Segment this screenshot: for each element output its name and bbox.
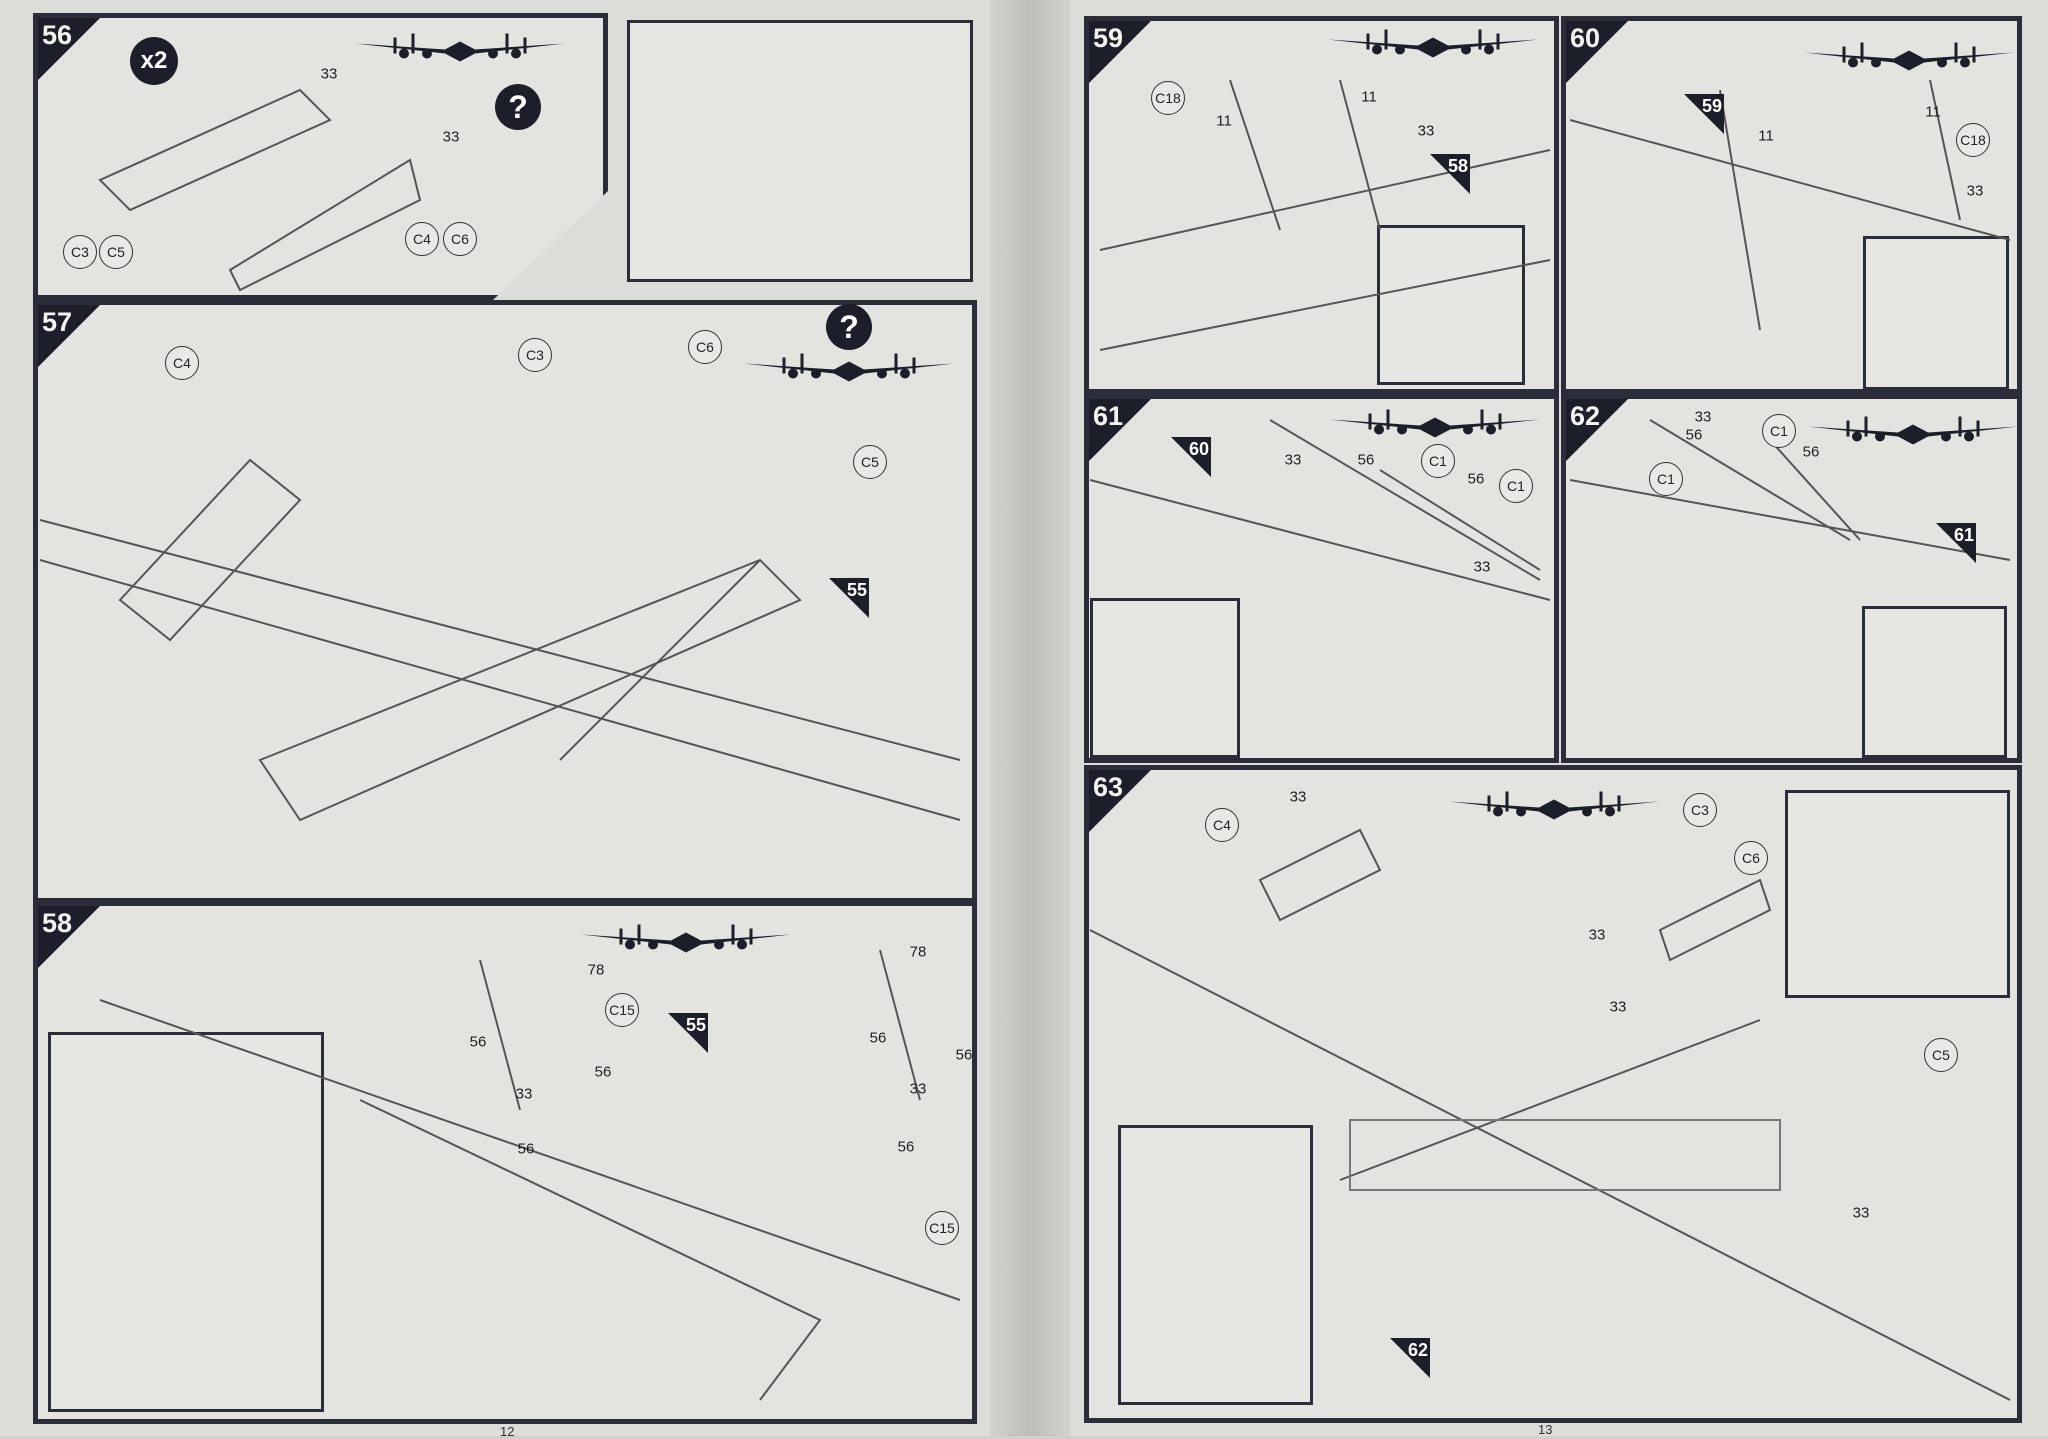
color-code-label: 56 (469, 1033, 487, 1051)
color-code-label: 33 (1966, 182, 1984, 200)
color-code-label: 11 (1216, 112, 1232, 130)
part-callout: C15 (925, 1211, 959, 1245)
color-code-label: 56 (1802, 443, 1820, 461)
color-code-label: 11 (1925, 103, 1941, 121)
step-reference-marker: 55 (829, 578, 869, 618)
color-code-label: 56 (517, 1140, 535, 1158)
question-icon: ? (495, 84, 541, 130)
step-reference-marker: 55 (668, 1013, 708, 1053)
part-callout: C1 (1649, 462, 1683, 496)
step-63-detail-inset-bottom (1118, 1125, 1313, 1405)
color-code-label: 56 (869, 1029, 887, 1047)
step-number: 58 (42, 908, 73, 938)
aircraft-front-view-icon (355, 30, 565, 75)
color-code-label: 33 (442, 128, 460, 146)
step-58-detail-inset (48, 1032, 324, 1412)
color-code-label: 33 (1289, 788, 1307, 806)
step-reference-marker: 60 (1171, 437, 1211, 477)
color-code-label: 33 (1852, 1204, 1870, 1222)
question-icon: ? (826, 304, 872, 350)
step-60-detail-inset (1863, 236, 2009, 390)
step-59-detail-inset (1377, 225, 1525, 385)
color-code-label: 56 (1685, 426, 1703, 444)
color-code-label: 33 (1473, 558, 1491, 576)
step-number: 63 (1093, 772, 1124, 802)
color-code-label: 33 (909, 1080, 927, 1098)
aircraft-front-view-icon (1449, 788, 1659, 833)
aircraft-front-view-icon (1808, 413, 2018, 458)
part-callout: C5 (99, 235, 133, 269)
color-code-label: 11 (1361, 88, 1377, 106)
step-reference-marker: 58 (1430, 154, 1470, 194)
part-callout: C15 (605, 993, 639, 1027)
step-number: 57 (42, 307, 73, 337)
step-63-detail-inset-top (1785, 790, 2010, 998)
color-code-label: 56 (1467, 470, 1485, 488)
color-code-label: 78 (587, 961, 605, 979)
step-reference-marker: 59 (1684, 94, 1724, 134)
part-callout: C3 (1683, 793, 1717, 827)
part-callout: C3 (518, 338, 552, 372)
color-code-label: 56 (897, 1138, 915, 1156)
step-61-detail-inset (1090, 598, 1240, 758)
step-number: 62 (1570, 401, 1601, 431)
part-callout: C1 (1762, 414, 1796, 448)
quantity-badge: x2 (130, 37, 178, 85)
part-callout: C6 (1734, 841, 1768, 875)
part-callout: C5 (1924, 1038, 1958, 1072)
page-number-left: 12 (500, 1424, 515, 1439)
color-code-label: 33 (320, 65, 338, 83)
part-callout: C1 (1499, 469, 1533, 503)
step-reference-marker: 62 (1390, 1338, 1430, 1378)
part-callout: C18 (1151, 81, 1185, 115)
step-62-detail-inset (1862, 606, 2007, 758)
part-callout: C6 (688, 330, 722, 364)
color-code-label: 33 (515, 1085, 533, 1103)
page-number-right: 13 (1538, 1422, 1553, 1437)
part-callout: C3 (63, 235, 97, 269)
color-code-label: 56 (594, 1063, 612, 1081)
color-code-label: 56 (955, 1046, 973, 1064)
aircraft-front-view-icon (1330, 406, 1540, 451)
part-callout: C4 (165, 346, 199, 380)
aircraft-front-view-icon (581, 921, 791, 966)
part-callout: C1 (1421, 444, 1455, 478)
step-number: 56 (42, 20, 73, 50)
color-code-label: 56 (1357, 451, 1375, 469)
step-number: 59 (1093, 23, 1124, 53)
step-56-detail-inset (627, 20, 973, 282)
part-callout: C4 (405, 222, 439, 256)
part-callout: C4 (1205, 808, 1239, 842)
aircraft-front-view-icon (744, 350, 954, 395)
color-code-label: 33 (1417, 122, 1435, 140)
part-callout: C5 (853, 445, 887, 479)
color-code-label: 33 (1284, 451, 1302, 469)
step-reference-marker: 61 (1936, 523, 1976, 563)
aircraft-front-view-icon (1328, 26, 1538, 71)
booklet-gutter (990, 0, 1070, 1436)
step-number: 60 (1570, 23, 1601, 53)
part-callout: C6 (443, 222, 477, 256)
color-code-label: 33 (1588, 926, 1606, 944)
aircraft-front-view-icon (1804, 39, 2014, 84)
color-code-label: 33 (1694, 408, 1712, 426)
step-number: 61 (1093, 401, 1124, 431)
part-callout: C18 (1956, 123, 1990, 157)
color-code-label: 33 (1609, 998, 1627, 1016)
color-code-label: 78 (909, 943, 927, 961)
color-code-label: 11 (1758, 127, 1774, 145)
